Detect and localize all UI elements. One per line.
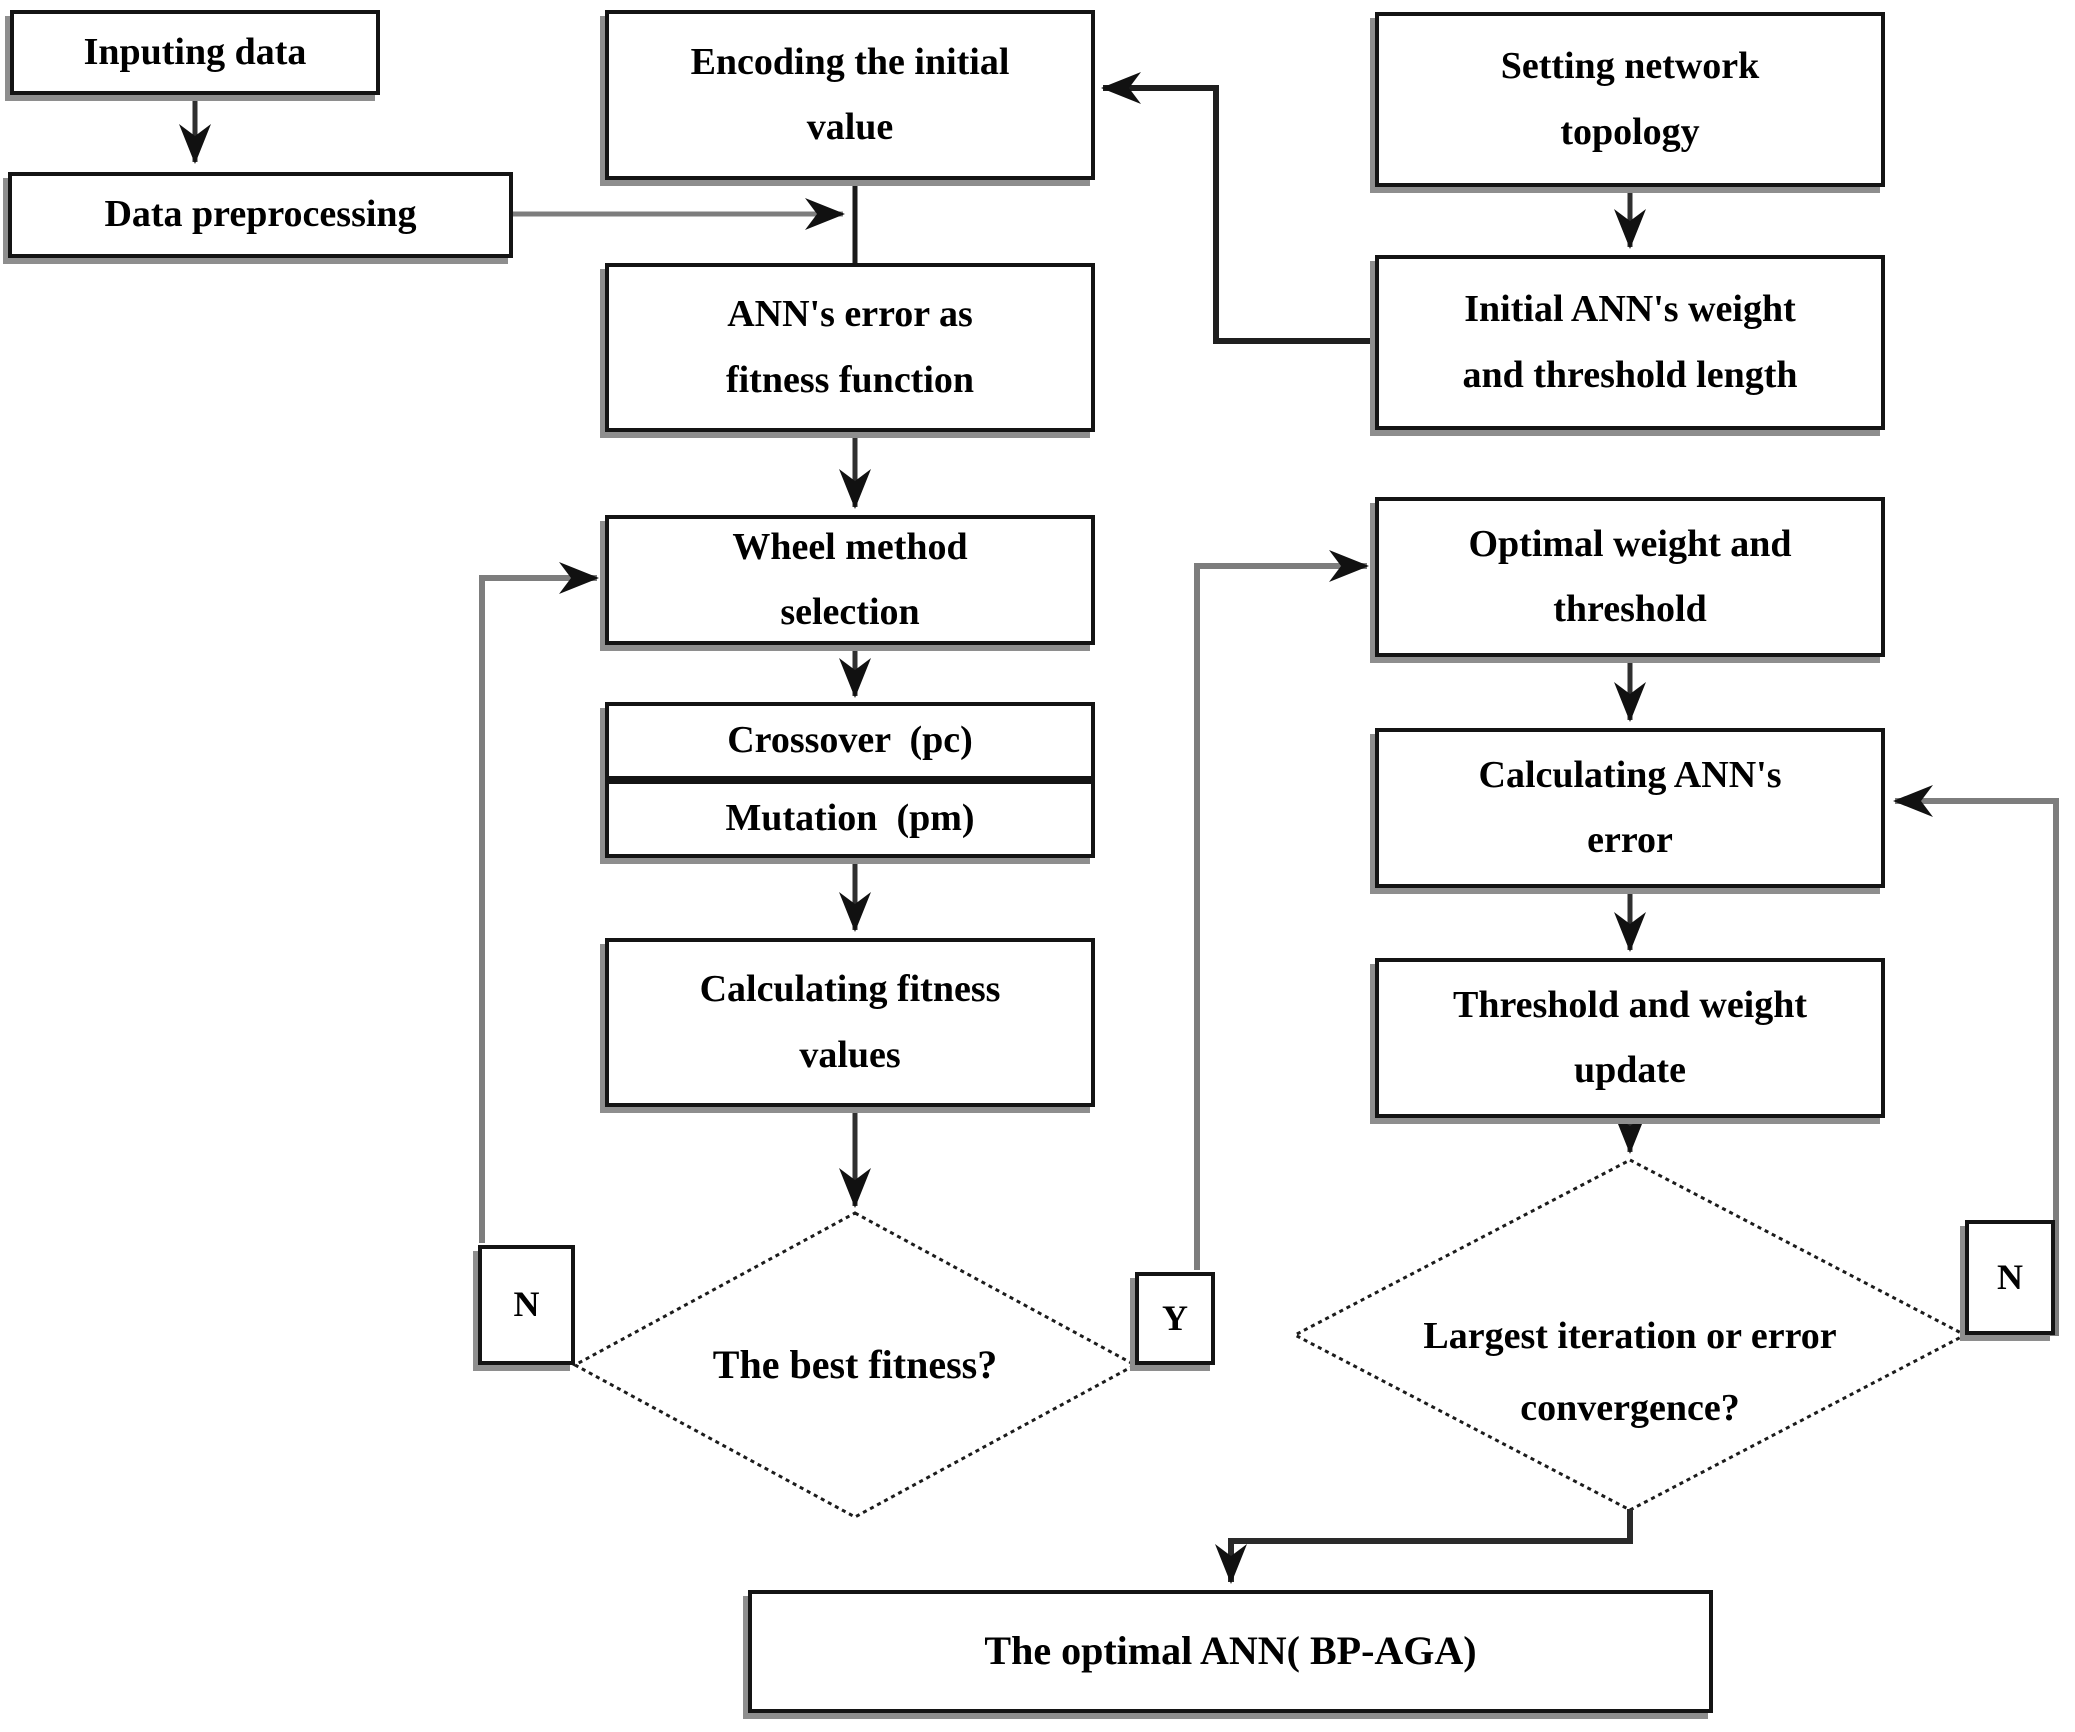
branch-label-yes: Y bbox=[1135, 1272, 1215, 1365]
branch-label-no-left: N bbox=[478, 1245, 575, 1365]
node-crossover: Crossover (pc) bbox=[605, 702, 1095, 780]
arrow-no-to-wheel bbox=[479, 562, 599, 1243]
diamond-best-fitness-label: The best fitness? bbox=[712, 1342, 998, 1387]
node-calculating-fitness: Calculating fitness values bbox=[605, 938, 1095, 1107]
node-inputing-data: Inputing data bbox=[10, 10, 380, 95]
arrow-diamond2-to-final bbox=[1215, 1509, 1633, 1584]
node-data-preprocessing: Data preprocessing bbox=[8, 172, 513, 258]
node-encoding-initial-value: Encoding the initial value bbox=[605, 10, 1095, 180]
node-calculating-ann-error: Calculating ANN's error bbox=[1375, 728, 1885, 888]
node-initial-weight-threshold: Initial ANN's weight and threshold lengt… bbox=[1375, 255, 1885, 430]
branch-label-no-right: N bbox=[1965, 1220, 2055, 1335]
diamond-largest-iteration-label: Largest iteration or error convergence? bbox=[1423, 1315, 1837, 1429]
arrow-initialweight-to-encoding bbox=[1101, 72, 1375, 344]
node-threshold-weight-update: Threshold and weight update bbox=[1375, 958, 1885, 1118]
node-ann-error-fitness: ANN's error as fitness function bbox=[605, 263, 1095, 432]
node-setting-network-topology: Setting network topology bbox=[1375, 12, 1885, 187]
node-mutation: Mutation (pm) bbox=[605, 780, 1095, 858]
node-optimal-weight-threshold: Optimal weight and threshold bbox=[1375, 497, 1885, 657]
diamond-best-fitness bbox=[571, 1211, 1139, 1519]
node-wheel-method-selection: Wheel method selection bbox=[605, 515, 1095, 645]
arrow-yes-to-optimalweight bbox=[1194, 550, 1369, 1270]
node-optimal-ann-result: The optimal ANN( BP-AGA) bbox=[748, 1590, 1713, 1713]
